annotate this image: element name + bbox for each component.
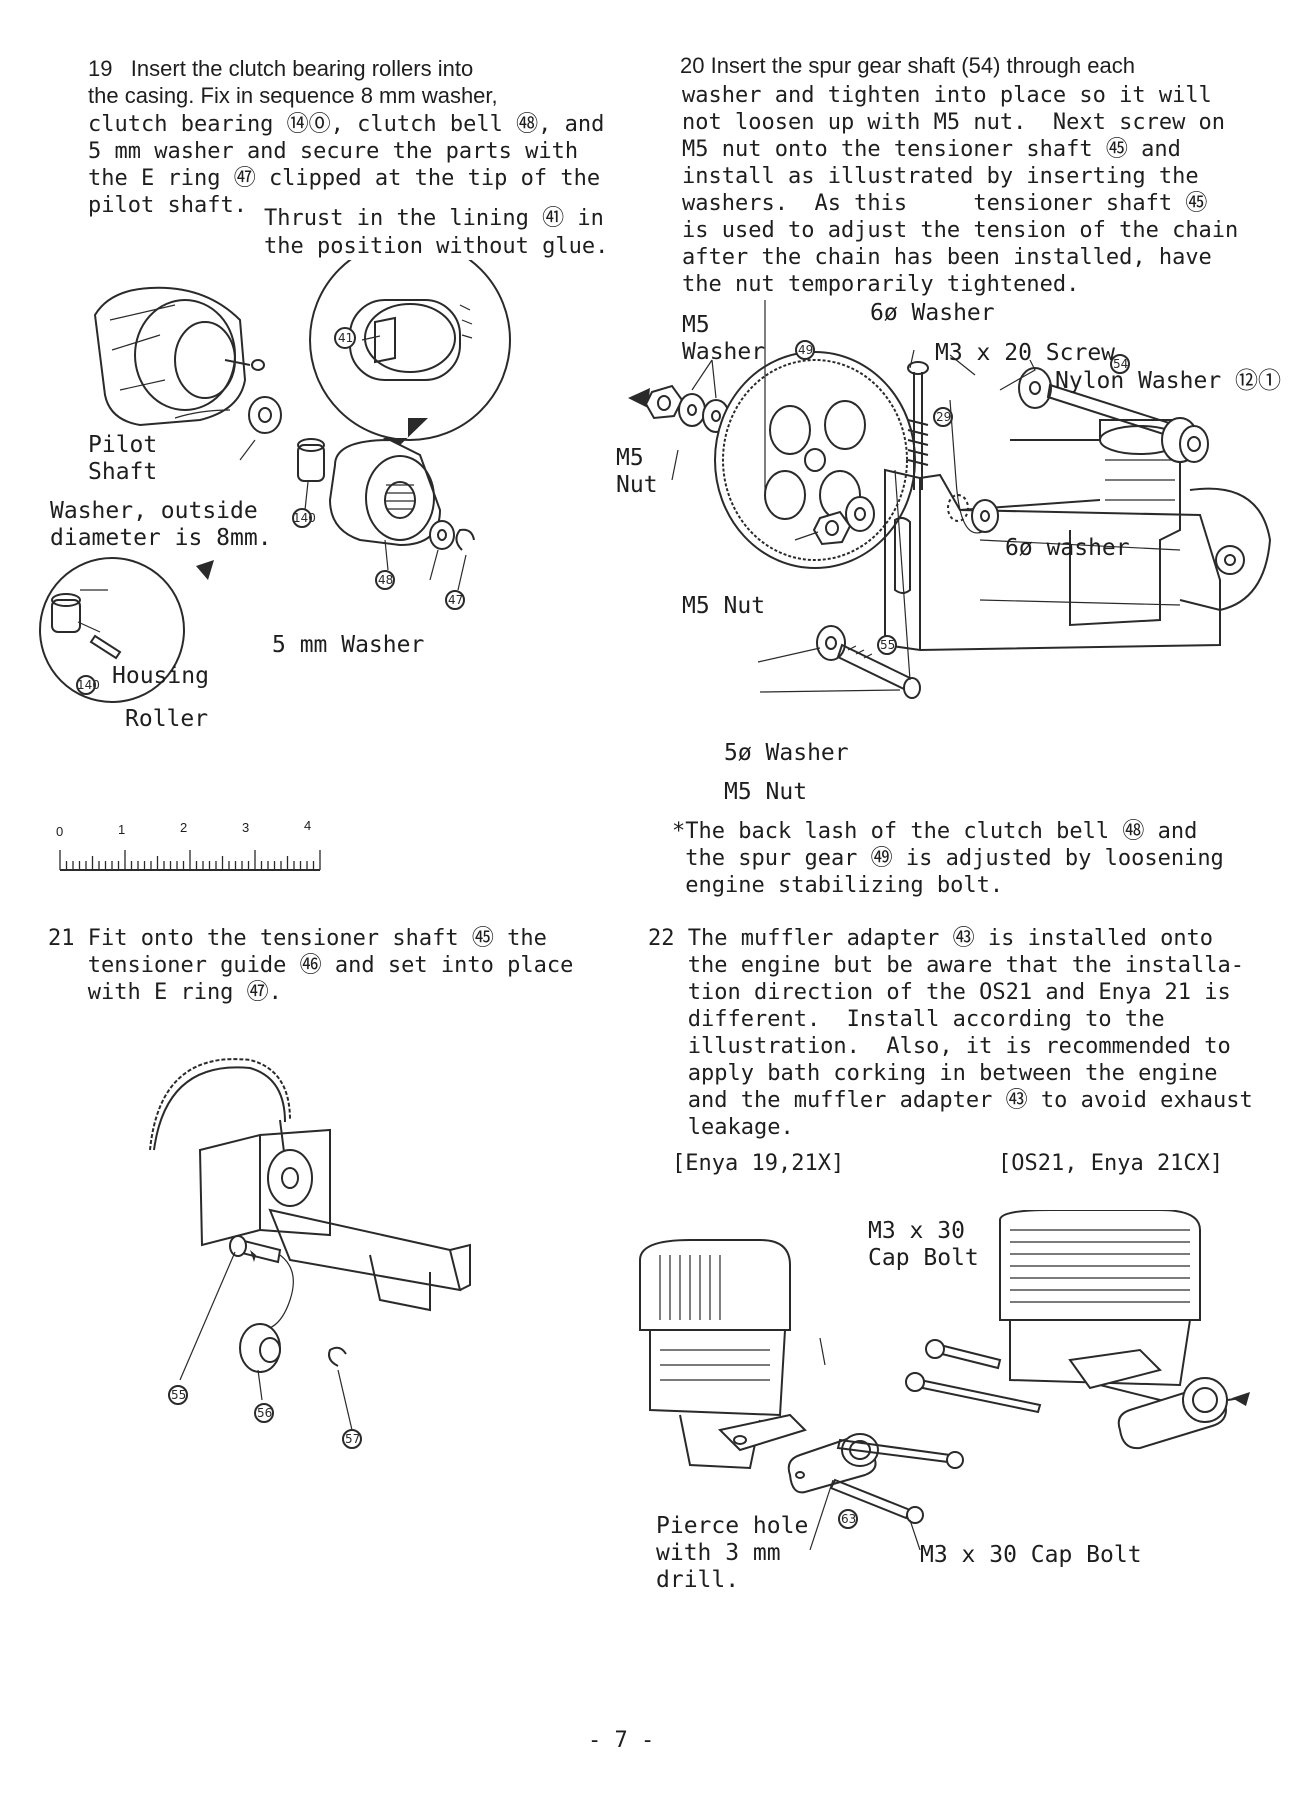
step22-text-line: the engine but be aware that the install…: [648, 953, 1245, 978]
step20-text-line: after the chain has been installed, have: [682, 245, 1212, 270]
part-number-41: 41: [338, 331, 353, 345]
step19-text-line: the position without glue.: [264, 234, 609, 259]
step20-text-line: install as illustrated by inserting the: [682, 164, 1199, 189]
step20-text-line: is used to adjust the tension of the cha…: [682, 218, 1239, 243]
step20-text-line: washers. As this tensioner shaft ㊺: [682, 191, 1208, 216]
part-number-63: 63: [841, 1512, 856, 1526]
step20-text-line: M5 nut onto the tensioner shaft ㊺ and: [682, 137, 1181, 162]
part-number-140: 140: [293, 511, 316, 525]
step21-text-line: tensioner guide ㊻ and set into place: [48, 953, 574, 978]
step20-text-line: washer and tighten into place so it will: [682, 83, 1212, 108]
step19-text-line: pilot shaft.: [88, 193, 247, 218]
step22-text-line: different. Install according to the: [648, 1007, 1165, 1032]
page-number: - 7 -: [588, 1728, 655, 1753]
part-number-54: 54: [1113, 357, 1128, 371]
spur-gear-tensioner-diagram: 49 29 54 55: [628, 300, 1272, 699]
step19-text-line: 5 mm washer and secure the parts with: [88, 139, 579, 164]
part-number-47: 47: [448, 593, 463, 607]
muffler-adapter-diagram: 63: [639, 1210, 1250, 1550]
step19-heading-line: 19 Insert the clutch bearing rollers int…: [88, 56, 474, 81]
step19-text-line: clutch bearing ⑭⓪, clutch bell ㊽, and: [88, 112, 605, 137]
step22-text-line: tion direction of the OS21 and Enya 21 i…: [648, 980, 1231, 1005]
tensioner-guide-diagram: 55 56 57: [149, 1058, 471, 1449]
m5-washer-label: M5 Washer: [682, 312, 766, 365]
clutch-assembly-diagram: 41 140 48 47 140: [39, 260, 511, 703]
five-washer-label: 5ø Washer: [724, 740, 849, 766]
part-number-57: 57: [345, 1432, 360, 1446]
step22-text-line: 22 The muffler adapter ㊸ is installed on…: [648, 926, 1214, 951]
step19-text-line: the E ring ㊼ clipped at the tip of the: [88, 166, 601, 191]
ruler-tick-label: 1: [118, 822, 126, 837]
roller-label: Roller: [125, 706, 209, 732]
step20-text-line: not loosen up with M5 nut. Next screw on: [682, 110, 1226, 135]
part-number-55: 55: [171, 1388, 186, 1402]
step21-text-line: with E ring ㊼.: [48, 980, 282, 1005]
part-number-29: 29: [936, 410, 951, 424]
nylon-washer-label: Nylon Washer ⑫①: [1055, 368, 1282, 394]
m3-screw-label: M3 x 20 Screw: [935, 340, 1116, 366]
enya-19-21x-caption: [Enya 19,21X]: [672, 1151, 845, 1176]
step20-heading-line: 20 Insert the spur gear shaft (54) throu…: [680, 53, 1135, 78]
cap-bolt-bottom-label: M3 x 30 Cap Bolt: [920, 1542, 1142, 1568]
m5-nut-left-label: M5 Nut: [616, 445, 658, 498]
cap-bolt-top-label: M3 x 30 Cap Bolt: [868, 1218, 979, 1271]
part-number-48: 48: [378, 573, 393, 587]
step22-text-line: illustration. Also, it is recommended to: [648, 1034, 1231, 1059]
ruler-tick-label: 0: [56, 824, 64, 839]
ruler-tick-label: 4: [304, 818, 312, 833]
step21-text-line: 21 Fit onto the tensioner shaft ㊺ the: [48, 926, 547, 951]
os21-enya-21cx-caption: [OS21, Enya 21CX]: [998, 1151, 1224, 1176]
housing-label: Housing: [112, 663, 209, 689]
backlash-note: *The back lash of the clutch bell ㊽ and …: [672, 819, 1224, 898]
step19-text-line: Thrust in the lining ㊶ in: [264, 206, 604, 231]
m5-nut-bottom-label: M5 Nut: [724, 779, 808, 805]
step22-text-line: apply bath corking in between the engine: [648, 1061, 1218, 1086]
pierce-hole-label: Pierce hole with 3 mm drill.: [656, 1513, 809, 1593]
part-number-55: 55: [880, 638, 895, 652]
part-number-56: 56: [257, 1406, 272, 1420]
step22-text-line: and the muffler adapter ㊸ to avoid exhau…: [648, 1088, 1253, 1113]
scale-ruler: [59, 850, 321, 871]
step20-text-line: the nut temporarily tightened.: [682, 272, 1080, 297]
part-number-140-inset: 140: [77, 678, 100, 692]
ruler-tick-label: 2: [180, 820, 188, 835]
six-washer-right-label: 6ø washer: [1005, 535, 1130, 561]
ruler-labels: 0 1 2 3 4: [56, 818, 336, 844]
washer-outside-label: Washer, outside diameter is 8mm.: [50, 498, 272, 551]
part-number-49: 49: [798, 343, 813, 357]
five-mm-washer-label: 5 mm Washer: [272, 632, 425, 658]
six-washer-top-label: 6ø Washer: [870, 300, 995, 326]
step19-text-line: the casing. Fix in sequence 8 mm washer,: [88, 83, 498, 108]
step22-text-line: leakage.: [648, 1115, 794, 1140]
pilot-shaft-label: Pilot Shaft: [88, 432, 158, 485]
m5-nut-mid-label: M5 Nut: [682, 593, 766, 619]
ruler-tick-label: 3: [242, 820, 250, 835]
